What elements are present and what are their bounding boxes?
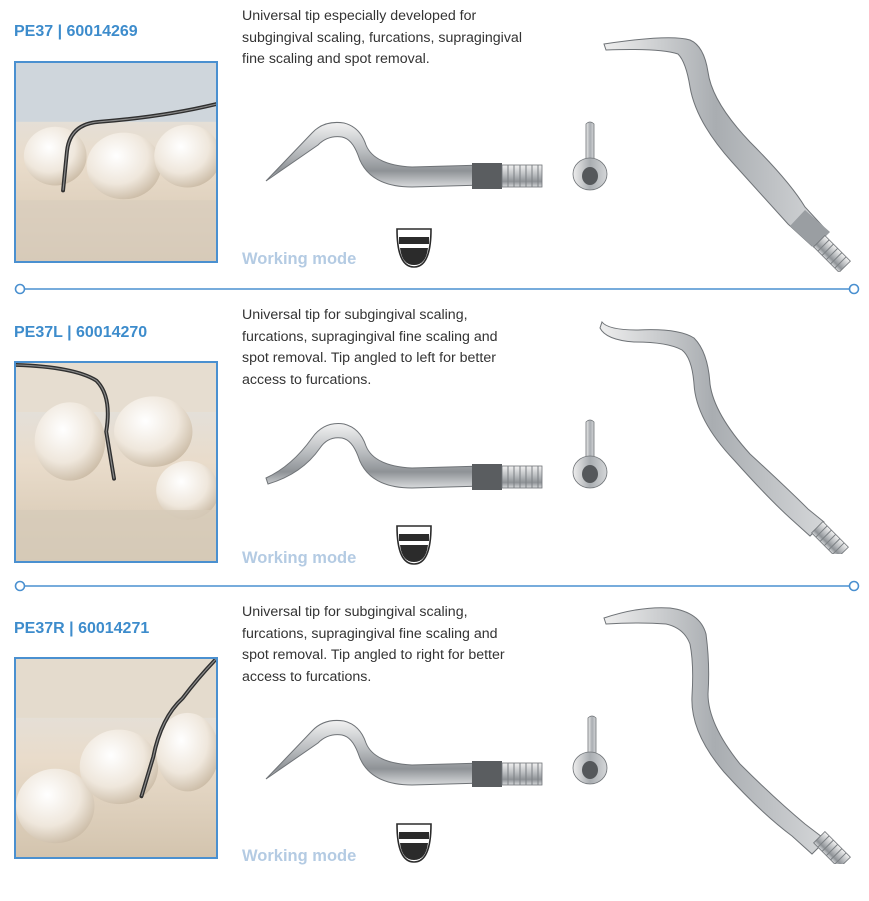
product-section-pe37r: PE37R | 60014271 Universal tip for subgi… (0, 598, 869, 888)
working-mode-icon (396, 525, 432, 565)
tip-side-view (265, 423, 543, 490)
tip-large-view (603, 607, 851, 864)
description-line: Universal tip for subgingival scaling, (242, 307, 468, 323)
product-section-pe37: PE37 | 60014269 Universal tip especially… (0, 0, 869, 295)
product-description: Universal tip especially developed for s… (242, 6, 562, 71)
product-photo (14, 657, 218, 859)
product-photo (14, 361, 218, 563)
working-mode-label: Working mode (242, 250, 357, 268)
description-line: furcations, supragingival fine scaling a… (242, 625, 498, 642)
product-code: PE37L | 60014270 (14, 324, 148, 341)
description-line: furcations, supragingival fine scaling a… (242, 328, 498, 345)
description-line: Universal tip especially developed for (242, 8, 477, 24)
working-mode-label: Working mode (242, 847, 357, 865)
product-description: Universal tip for subgingival scaling, f… (242, 602, 562, 688)
working-mode-icon (396, 228, 432, 268)
tip-large-view (599, 320, 849, 554)
product-photo (14, 61, 218, 263)
tip-side-view (265, 122, 543, 189)
description-line: Universal tip for subgingival scaling, (242, 604, 468, 620)
working-mode-icon (396, 823, 432, 863)
tip-front-view (572, 715, 608, 785)
product-code: PE37R | 60014271 (14, 620, 150, 637)
section-divider (14, 580, 860, 592)
tip-front-view (572, 419, 608, 489)
tip-large-view (603, 37, 851, 272)
description-line: spot removal. Tip angled to right for be… (242, 647, 505, 663)
description-line: spot removal. Tip angled to left for bet… (242, 350, 496, 366)
product-code: PE37 | 60014269 (14, 23, 138, 40)
description-line: access to furcations. (242, 668, 372, 685)
tip-front-view (572, 121, 608, 191)
product-section-pe37l: PE37L | 60014270 Universal tip for subgi… (0, 300, 869, 592)
description-line: fine scaling and spot removal. (242, 51, 430, 67)
description-line: access to furcations. (242, 371, 372, 388)
description-line: subgingival scaling, furcations, supragi… (242, 29, 522, 46)
tip-side-view (265, 720, 543, 787)
working-mode-label: Working mode (242, 549, 357, 567)
section-divider (14, 283, 860, 295)
product-description: Universal tip for subgingival scaling, f… (242, 305, 562, 391)
